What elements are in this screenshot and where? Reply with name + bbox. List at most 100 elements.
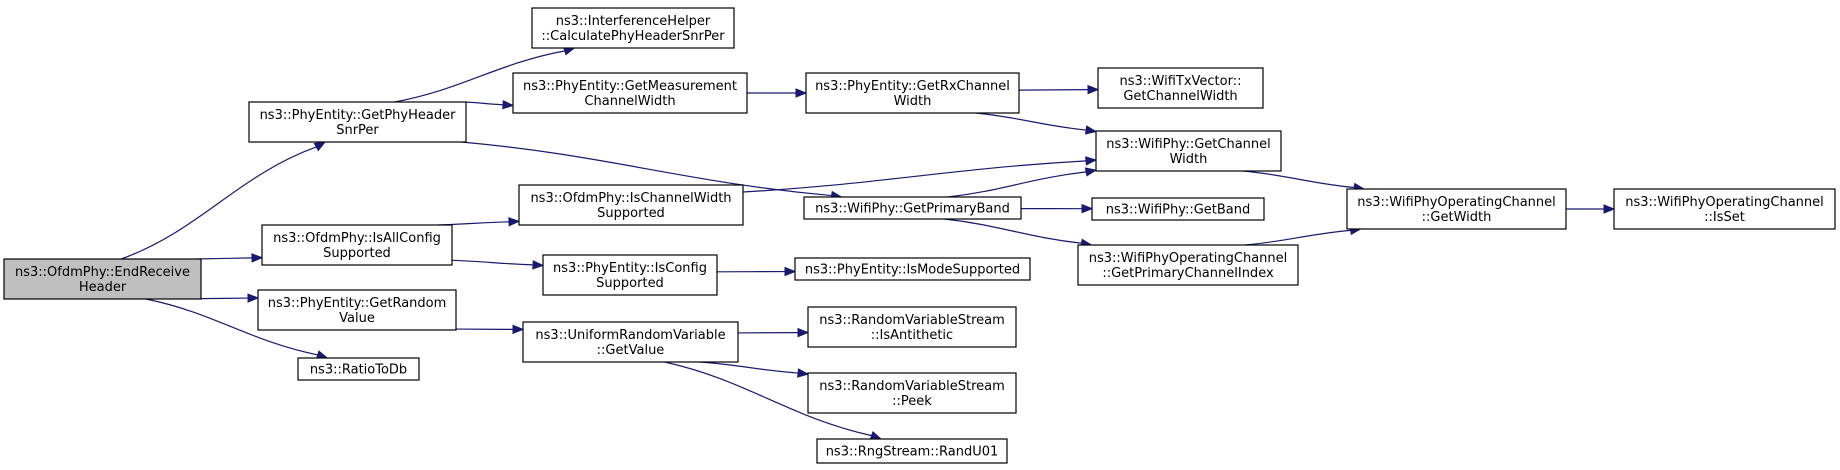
edge-isconfig-to-ismode [716,266,797,277]
node-label: Value [339,311,375,326]
edge-uniform-to-randu01 [664,361,883,440]
edge-endreceive-to-getrandom [200,293,260,303]
call-nodes: ns3::OfdmPhy::EndReceiveHeaderns3::PhyEn… [3,7,1836,464]
edge-getprimaryband-to-getband [1020,203,1094,214]
node-getmeas[interactable]: ns3::PhyEntity::GetMeasurementChannelWid… [512,72,748,114]
node-uniform[interactable]: ns3::UniformRandomVariable::GetValue [522,321,739,363]
node-label: ns3::WifiPhyOperatingChannel [1357,195,1556,210]
node-peek[interactable]: ns3::RandomVariableStream::Peek [807,372,1017,414]
node-label: ns3::WifiPhy::GetBand [1106,203,1251,218]
node-box [297,357,420,381]
edge-ischanwidth-to-wifigetchan [742,156,1098,193]
node-box [1097,67,1264,109]
node-label: ns3::PhyEntity::GetRxChannel [815,79,1010,94]
node-box [816,438,1008,464]
node-ismode[interactable]: ns3::PhyEntity::IsModeSupported [794,257,1031,281]
edge-endreceive-to-ratiotodb [145,298,329,360]
node-label: ns3::OfdmPhy::EndReceive [15,265,190,280]
node-label: ns3::WifiTxVector:: [1119,74,1241,89]
node-label: ChannelWidth [584,94,675,109]
node-label: ::GetPrimaryChannelIndex [1102,266,1274,281]
node-box [805,72,1020,114]
node-box [522,321,739,363]
node-box [542,254,718,296]
node-box [261,224,453,266]
node-box [1091,197,1265,221]
node-box [257,289,457,331]
node-label: ns3::RandomVariableStream [819,313,1005,328]
node-label: ns3::PhyEntity::IsModeSupported [805,263,1020,278]
node-isset[interactable]: ns3::WifiPhyOperatingChannel::IsSet [1613,188,1836,230]
edge-getprimaryband-to-primaryidx [944,218,1093,248]
edge-getmeas-to-getrxchan [747,88,808,98]
node-label: ns3::PhyEntity::GetRandom [268,296,447,311]
node-box [794,257,1031,281]
node-box [3,258,202,300]
node-antithetic[interactable]: ns3::RandomVariableStream::IsAntithetic [807,306,1017,348]
edge-getwidth-to-isset [1566,204,1616,214]
edge-endreceive-to-isallconfig [196,253,264,263]
node-label: Header [79,280,127,295]
edge-getrxchan-to-txvector [1018,84,1100,95]
node-box [531,7,735,49]
node-box [807,372,1017,414]
edge-isallconfig-to-isconfig [451,259,545,270]
node-box [512,72,748,114]
node-label: ns3::RngStream::RandU01 [826,445,999,460]
node-calcsnr[interactable]: ns3::InterferenceHelper::CalculatePhyHea… [531,7,735,49]
node-label: ::IsSet [1704,210,1745,225]
node-label: Supported [596,276,664,291]
node-label: ns3::WifiPhyOperatingChannel [1089,251,1288,266]
node-label: ns3::WifiPhy::GetPrimaryBand [815,202,1010,217]
node-randu01[interactable]: ns3::RngStream::RandU01 [816,438,1008,464]
edge-uniform-to-peek [700,361,810,378]
node-label: ::GetWidth [1422,210,1492,225]
node-wifigetchan[interactable]: ns3::WifiPhy::GetChannelWidth [1095,130,1282,172]
node-box [1613,188,1836,230]
edge-getphyheader-to-getmeas [464,99,515,110]
node-label: ns3::PhyEntity::IsConfig [553,261,707,276]
node-getband[interactable]: ns3::WifiPhy::GetBand [1091,197,1265,221]
node-box [1346,188,1567,230]
edge-getprimaryband-to-wifigetchan [947,167,1098,198]
node-label: ns3::RandomVariableStream [819,379,1005,394]
node-box [807,306,1017,348]
node-label: ns3::PhyEntity::GetMeasurement [523,79,737,94]
node-txvector[interactable]: ns3::WifiTxVector::GetChannelWidth [1097,67,1264,109]
edge-wifigetchan-to-getwidth [1243,170,1366,193]
call-edges [120,46,1616,440]
node-label: ns3::OfdmPhy::IsAllConfig [273,231,441,246]
edge-getrxchan-to-wifigetchan [975,112,1098,135]
node-label: GetChannelWidth [1123,89,1237,104]
node-label: ns3::RatioToDb [310,363,407,378]
node-label: Supported [597,206,665,221]
node-label: Width [1170,152,1208,167]
node-box [248,101,467,143]
node-box [518,184,744,226]
node-label: ns3::OfdmPhy::IsChannelWidth [530,191,731,206]
node-box [1095,130,1282,172]
node-label: ::IsAntithetic [871,328,953,343]
node-label: ::Peek [892,394,932,409]
node-label: ns3::UniformRandomVariable [535,328,725,343]
node-primaryidx[interactable]: ns3::WifiPhyOperatingChannel::GetPrimary… [1077,244,1299,286]
node-label: ns3::InterferenceHelper [556,14,711,29]
node-ratiotodb[interactable]: ns3::RatioToDb [297,357,420,381]
edge-primaryidx-to-getwidth [1244,225,1362,246]
node-label: ns3::PhyEntity::GetPhyHeader [260,108,457,123]
node-label: ::CalculatePhyHeaderSnrPer [541,29,725,44]
node-getprimaryband[interactable]: ns3::WifiPhy::GetPrimaryBand [803,196,1022,220]
node-label: ::GetValue [597,343,665,358]
edge-endreceive-to-getphyheader [120,141,327,260]
node-getwidth[interactable]: ns3::WifiPhyOperatingChannel::GetWidth [1346,188,1567,230]
node-box [1077,244,1299,286]
node-label: SnrPer [336,123,379,138]
